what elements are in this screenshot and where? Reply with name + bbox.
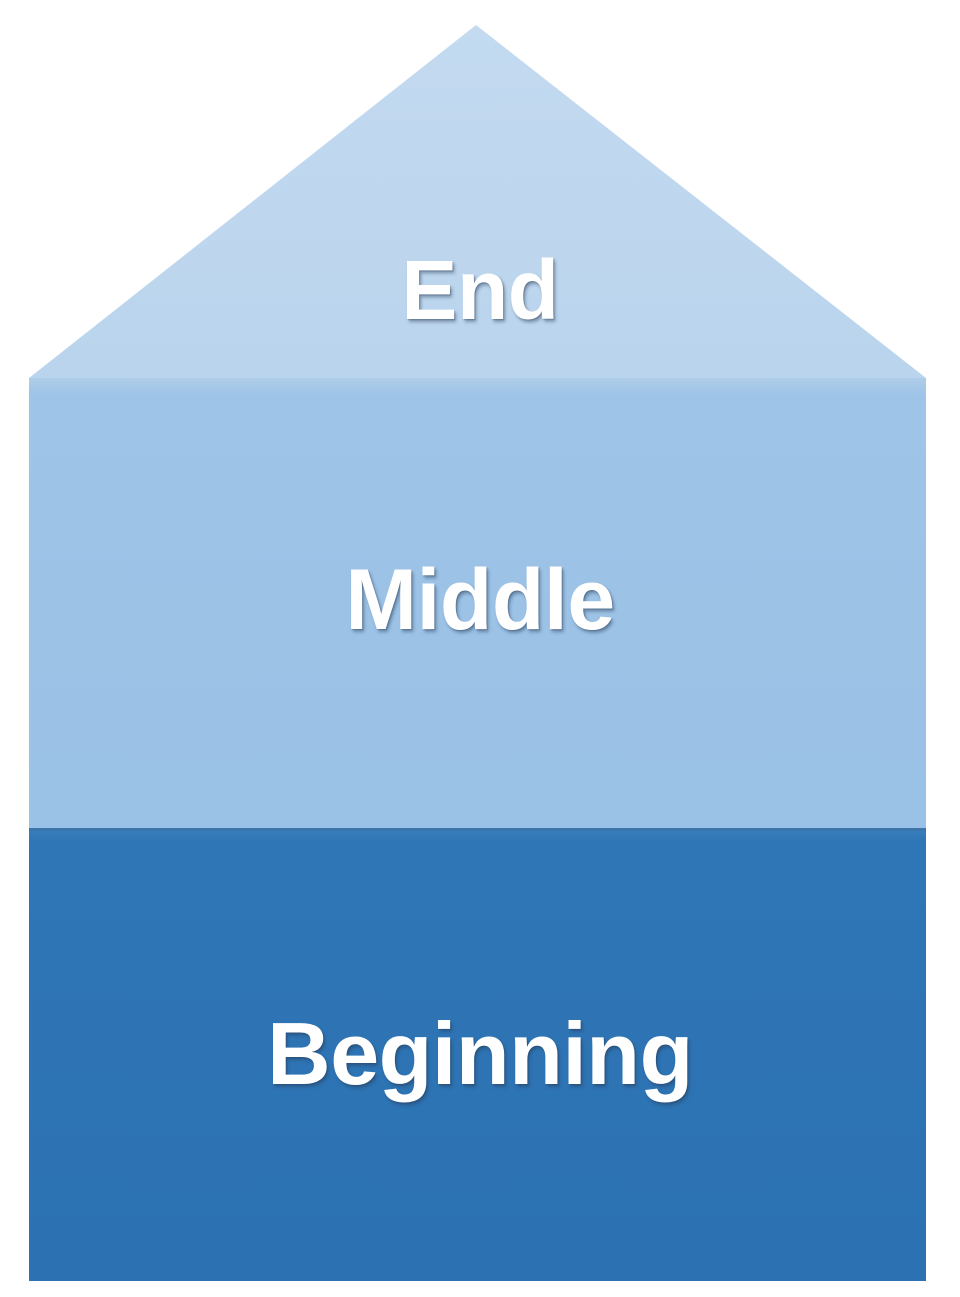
beginning-top-edge	[29, 828, 926, 831]
level-label-beginning: Beginning	[267, 1004, 693, 1103]
level-label-end: End	[401, 243, 559, 337]
end-triangle	[29, 25, 926, 378]
beginning-rect	[29, 828, 926, 1281]
middle-rect	[29, 378, 926, 828]
level-label-middle: Middle	[345, 552, 615, 648]
